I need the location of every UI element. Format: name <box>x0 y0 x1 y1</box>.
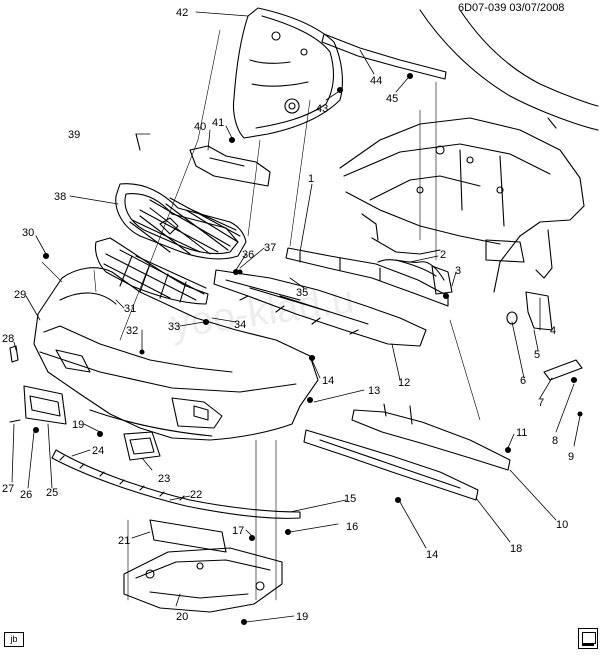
callout-38: 38 <box>54 191 66 203</box>
callout-29: 29 <box>14 289 26 301</box>
callout-28: 28 <box>2 333 14 345</box>
callout-40: 40 <box>194 121 206 133</box>
license-bracket <box>23 385 67 425</box>
callout-24: 24 <box>92 445 104 457</box>
callout-10: 10 <box>556 519 568 531</box>
callout-33: 33 <box>168 321 180 333</box>
callout-8: 8 <box>552 435 558 447</box>
callout-19b: 19 <box>296 611 308 623</box>
callout-labels: 42 44 43 45 39 40 41 38 1 30 37 36 2 3 2… <box>2 7 574 623</box>
callout-32: 32 <box>126 325 138 337</box>
fasteners <box>32 72 583 626</box>
callout-7: 7 <box>538 397 544 409</box>
pin-27 <box>9 419 21 423</box>
callout-26: 26 <box>20 489 32 501</box>
jb-tag: jb <box>4 632 24 647</box>
upper-grille <box>115 183 247 260</box>
callout-19: 19 <box>72 419 84 431</box>
bracket-7 <box>543 359 583 381</box>
callout-1: 1 <box>308 173 314 185</box>
bracket-4 <box>525 291 553 331</box>
impact-bar <box>285 247 449 307</box>
callout-44: 44 <box>370 75 382 87</box>
callout-6: 6 <box>520 375 526 387</box>
callout-43: 43 <box>316 103 328 115</box>
callout-22: 22 <box>190 489 202 501</box>
fog-bezel <box>123 431 161 461</box>
callout-34: 34 <box>234 319 246 331</box>
callout-41: 41 <box>212 117 224 129</box>
callout-15: 15 <box>344 493 356 505</box>
callout-12: 12 <box>398 377 410 389</box>
grommet-6 <box>506 311 518 325</box>
underbody-shield <box>123 547 283 613</box>
shield-strip <box>149 519 227 553</box>
callout-14b: 14 <box>426 549 438 561</box>
leader-lines <box>11 11 581 623</box>
callout-16: 16 <box>346 521 358 533</box>
body-outline <box>419 9 599 131</box>
callout-18: 18 <box>510 543 522 555</box>
callout-39: 39 <box>68 129 80 141</box>
callout-36: 36 <box>242 249 254 261</box>
callout-3: 3 <box>455 265 461 277</box>
clip-28 <box>9 345 19 363</box>
lower-deflector <box>303 429 479 501</box>
callout-23: 23 <box>158 473 170 485</box>
wheelhouse-liner <box>232 7 343 139</box>
callout-42: 42 <box>176 7 188 19</box>
callout-20: 20 <box>176 611 188 623</box>
callout-5: 5 <box>534 349 540 361</box>
callout-45: 45 <box>386 93 398 105</box>
lower-lip-strip <box>51 449 301 519</box>
drawing-code: 6D07-039 03/07/2008 <box>458 2 565 14</box>
wiring-harness <box>377 259 445 281</box>
callout-35: 35 <box>296 287 308 299</box>
callout-11: 11 <box>516 427 527 439</box>
lower-grille <box>94 237 209 305</box>
callout-30: 30 <box>22 227 34 239</box>
upper-fascia-strip <box>321 33 447 80</box>
energy-absorber <box>213 269 427 347</box>
callout-25: 25 <box>46 487 58 499</box>
callout-2: 2 <box>440 249 446 261</box>
front-fascia <box>33 267 319 441</box>
callout-31: 31 <box>124 303 136 315</box>
callout-37: 37 <box>264 242 276 254</box>
callout-4: 4 <box>550 325 556 337</box>
lower-absorber <box>351 403 511 471</box>
callout-21: 21 <box>118 535 130 547</box>
front-structure <box>339 117 585 295</box>
callout-17: 17 <box>232 525 244 537</box>
bracket-40 <box>189 145 271 187</box>
callout-13: 13 <box>368 385 380 397</box>
pin-39 <box>135 133 141 151</box>
construction-lines <box>41 29 481 601</box>
gm-logo-icon <box>578 628 598 649</box>
callout-14: 14 <box>322 375 334 387</box>
callout-9: 9 <box>568 451 574 463</box>
callout-27: 27 <box>2 483 14 495</box>
